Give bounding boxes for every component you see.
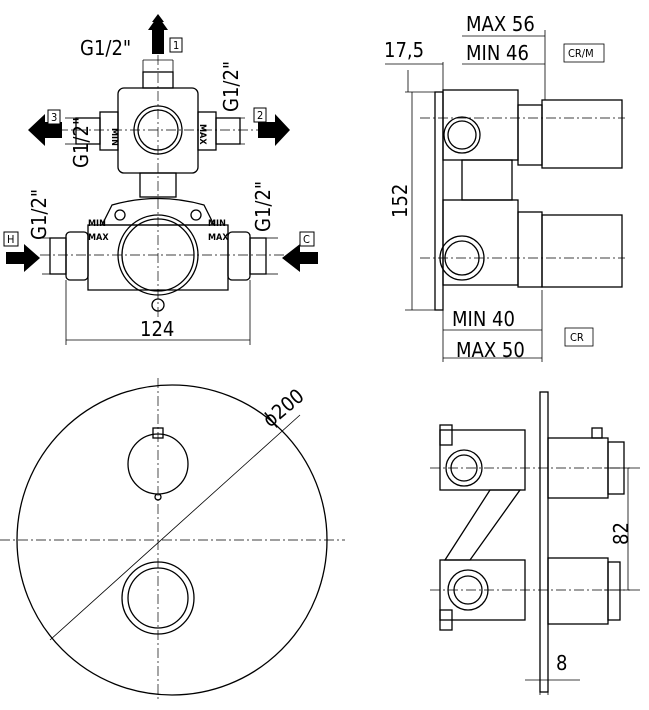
thread-left-bottom: G1/2" bbox=[27, 189, 51, 240]
min-right: MIN bbox=[208, 219, 226, 229]
min-small-left: MIN bbox=[109, 128, 119, 146]
max-left: MAX bbox=[88, 233, 109, 243]
port-2-label: 2 bbox=[257, 109, 263, 122]
max-small-right: MAX bbox=[197, 124, 207, 145]
dim-82: 82 bbox=[609, 522, 633, 545]
front-view-valve-body: MIN MAX MIN MAX MIN MAX 124 G1/2" bbox=[3, 14, 318, 345]
cr-m-label: CR/M bbox=[568, 47, 594, 60]
side-view-valve-body: 17,5 MAX 56 MIN 46 CR/M 152 MIN 40 MAX 5… bbox=[384, 12, 625, 362]
min-46: MIN 46 bbox=[466, 41, 529, 65]
hot-inlet-arrow-icon bbox=[6, 244, 40, 272]
min-left: MIN bbox=[88, 219, 106, 229]
hot-label: H bbox=[7, 233, 14, 246]
dim-8: 8 bbox=[556, 651, 567, 675]
port-1-label: 1 bbox=[173, 39, 179, 52]
dim-152: 152 bbox=[388, 184, 412, 218]
max-right: MAX bbox=[208, 233, 229, 243]
dim-124: 124 bbox=[140, 317, 174, 341]
dim-diameter-200: ϕ200 bbox=[258, 384, 309, 432]
cold-label: C bbox=[303, 233, 310, 246]
port-3-label: 3 bbox=[51, 111, 57, 124]
thread-right-top: G1/2" bbox=[219, 61, 243, 112]
max-56: MAX 56 bbox=[466, 12, 535, 36]
max-50: MAX 50 bbox=[456, 338, 525, 362]
installed-side-view: 82 8 bbox=[430, 391, 640, 695]
thread-top: G1/2" bbox=[80, 36, 131, 60]
min-40: MIN 40 bbox=[452, 307, 515, 331]
thread-left-top: G1/2" bbox=[69, 117, 93, 168]
dim-17-5: 17,5 bbox=[384, 38, 424, 62]
trim-plate-front-view: ϕ200 bbox=[0, 378, 345, 700]
cold-inlet-arrow-icon bbox=[282, 244, 318, 272]
cr-label: CR bbox=[570, 331, 584, 344]
thread-right-bottom: G1/2" bbox=[251, 181, 275, 232]
